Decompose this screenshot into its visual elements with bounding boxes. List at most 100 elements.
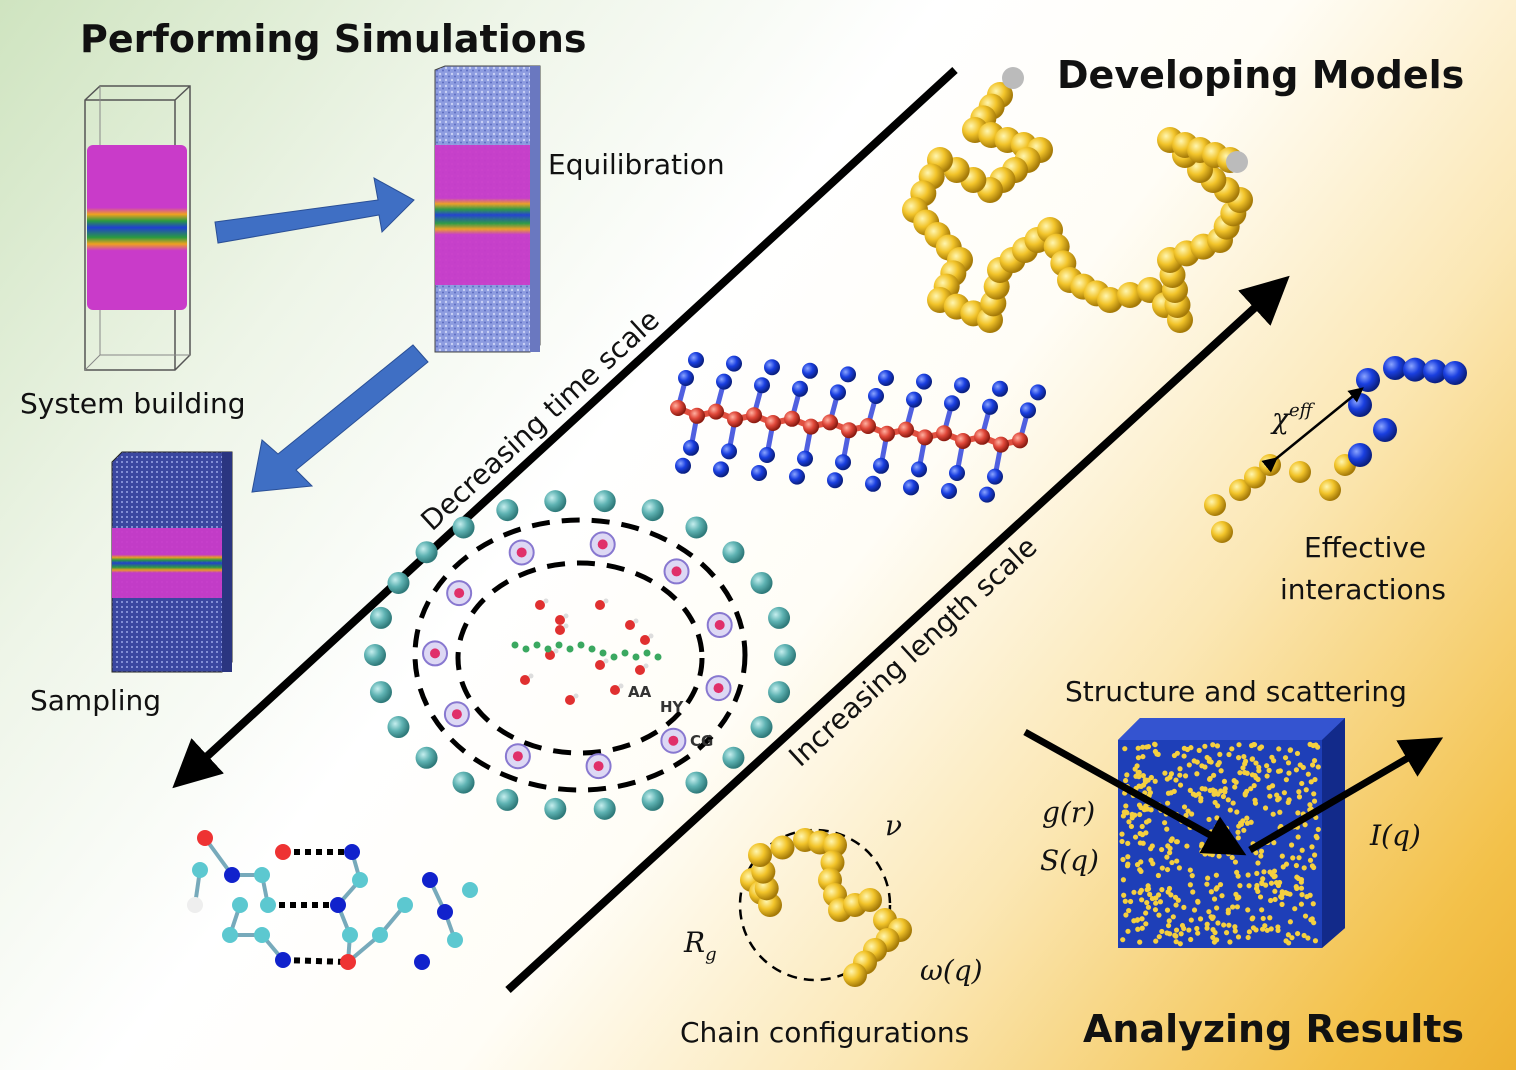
side-atom: [678, 370, 694, 386]
particle: [1305, 935, 1311, 941]
particle: [1242, 761, 1248, 767]
hy-solvent-atom: [451, 709, 462, 720]
particle: [1311, 757, 1318, 764]
particle: [1123, 912, 1129, 918]
particle: [1193, 792, 1199, 798]
scattered-beam-arrow: [1248, 737, 1444, 854]
particle: [1205, 875, 1211, 881]
side-atom: [878, 370, 894, 386]
particle: [1181, 925, 1187, 932]
label-increasing-length-scale: Increasing length scale: [782, 530, 1043, 773]
label-system-building: System building: [20, 387, 245, 420]
hy-solvent-atom: [593, 761, 604, 772]
label-g-r: g(r): [1042, 796, 1095, 829]
particle: [1211, 896, 1218, 902]
water-hydrogen: [603, 658, 609, 664]
chi-double-arrow: [1261, 387, 1364, 473]
side-atom: [721, 443, 737, 460]
particle: [1254, 870, 1260, 876]
particle: [1229, 854, 1235, 861]
particle: [1296, 789, 1302, 795]
particle: [1260, 915, 1266, 922]
particle: [1125, 928, 1131, 934]
particle: [1137, 811, 1143, 818]
particle: [1281, 790, 1287, 796]
particle: [1271, 868, 1278, 874]
backbone-atom: [898, 421, 914, 438]
label-omega-q: ω(q): [920, 954, 983, 987]
particle: [1271, 840, 1277, 846]
system-building-box: [84, 85, 191, 371]
particle: [1215, 762, 1221, 768]
particle: [1211, 791, 1217, 797]
particle: [1292, 906, 1298, 912]
hy-solvent-atom: [668, 735, 679, 746]
particle: [1215, 920, 1221, 926]
particle: [1166, 885, 1173, 892]
particle: [1267, 869, 1273, 875]
side-atom: [751, 465, 767, 481]
solute-atom: [654, 653, 662, 661]
particle: [1189, 873, 1195, 879]
particle: [1260, 926, 1266, 932]
water-hydrogen: [543, 598, 549, 604]
side-atom: [865, 475, 881, 492]
particle: [1277, 879, 1283, 886]
particle: [1308, 917, 1314, 923]
particle: [1245, 907, 1251, 913]
hy-solvent-atom: [430, 648, 441, 659]
particle: [1256, 764, 1262, 770]
particle: [1177, 766, 1183, 772]
particle: [1121, 892, 1127, 898]
particle: [1150, 861, 1156, 867]
particle: [1120, 937, 1126, 943]
water-hydrogen: [603, 598, 609, 604]
label-interactions: interactions: [1280, 573, 1446, 606]
particle: [1296, 855, 1302, 861]
atom: [352, 872, 368, 888]
particle: [1255, 776, 1261, 782]
particle: [1210, 787, 1216, 793]
chi-eff-symbol: χeff: [1270, 400, 1316, 435]
particle: [1245, 872, 1251, 878]
particle: [1135, 755, 1142, 761]
particle: [1187, 867, 1193, 873]
side-atom: [827, 472, 843, 489]
particle: [1181, 904, 1187, 910]
particle: [1143, 803, 1149, 809]
cg-solvent-bead: [641, 499, 664, 522]
particle: [1271, 758, 1277, 764]
yellow-bead: [823, 833, 847, 857]
particle: [1294, 874, 1300, 880]
incident-beam-arrow: [1023, 728, 1247, 856]
backbone-atom: [727, 411, 743, 428]
atom: [344, 844, 360, 860]
particle: [1132, 834, 1139, 840]
cg-solvent-bead: [415, 541, 438, 564]
atom: [422, 872, 438, 888]
particle: [1120, 813, 1126, 819]
particle: [1122, 898, 1128, 904]
cg-solvent-bead: [387, 716, 410, 739]
block-copolymer-chain: [1204, 356, 1467, 543]
side-atom: [789, 468, 805, 485]
yellow-bead: [1319, 479, 1341, 501]
particle: [1123, 803, 1129, 809]
particle: [1133, 773, 1139, 779]
multiscale-solvation-illustration: [364, 490, 796, 820]
particle: [1168, 837, 1174, 844]
particle: [1186, 927, 1192, 933]
particle: [1266, 785, 1272, 791]
water-oxygen: [555, 625, 565, 635]
particle: [1174, 750, 1180, 756]
particle: [1165, 922, 1172, 929]
particle: [1125, 840, 1131, 846]
particle: [1214, 815, 1220, 821]
particle: [1204, 921, 1210, 927]
particle: [1181, 804, 1188, 810]
particle: [1253, 850, 1259, 856]
particle: [1147, 891, 1153, 897]
particle: [1282, 755, 1289, 761]
particle: [1260, 876, 1266, 882]
particle: [1225, 910, 1231, 916]
